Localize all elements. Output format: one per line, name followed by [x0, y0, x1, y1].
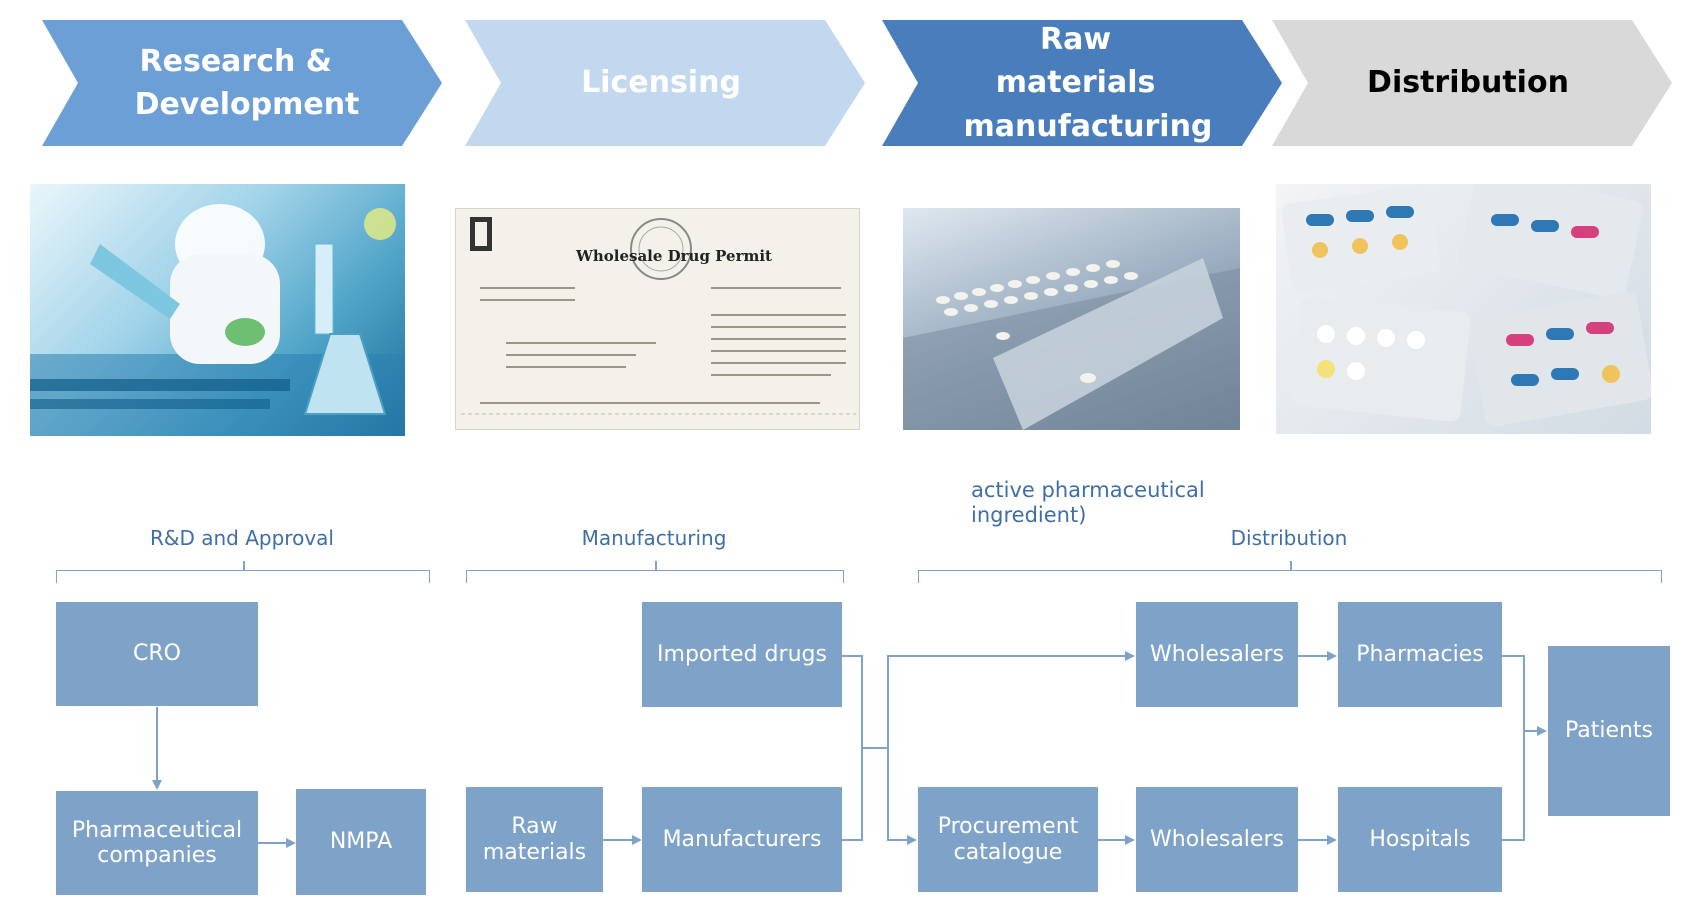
box-label-line2: materials — [482, 839, 587, 865]
pills-illustration — [1281, 184, 1651, 427]
box-nmpa: NMPA — [296, 789, 426, 895]
stage-chevron-research-development: Research & Development — [42, 20, 442, 146]
group-label-rd-approval: R&D and Approval — [150, 526, 334, 550]
box-wholesalers-bottom: Wholesalers — [1136, 787, 1298, 892]
box-label: Pharmacies — [1356, 641, 1484, 667]
bracket-manufacturing — [466, 561, 844, 583]
group-label-distribution: Distribution — [1230, 526, 1348, 550]
box-cro: CRO — [56, 602, 258, 706]
stage-label-line2: Development — [134, 87, 360, 122]
connector-pharmacies — [1502, 655, 1525, 731]
box-label: Hospitals — [1369, 826, 1471, 852]
blister-packs-photo — [1276, 184, 1651, 434]
box-label-line1: Pharmaceutical — [71, 817, 243, 843]
arrow-to-procurement — [887, 748, 917, 845]
box-hospitals: Hospitals — [1338, 787, 1502, 892]
box-imported-drugs: Imported drugs — [642, 602, 842, 707]
box-wholesalers-top: Wholesalers — [1136, 602, 1298, 707]
box-label-line1: Raw — [511, 814, 558, 840]
box-pharmaceutical-companies: Pharmaceutical companies — [56, 791, 258, 895]
box-label: Manufacturers — [662, 826, 822, 852]
arrow-to-wholesalers-top — [887, 651, 1135, 748]
factory-illustration — [903, 258, 1240, 430]
stage-label: Distribution — [1367, 65, 1569, 101]
connector-imported — [842, 655, 863, 748]
wholesale-drug-permit-photo: Wholesale Drug Permit — [455, 208, 860, 430]
box-manufacturers: Manufacturers — [642, 787, 842, 892]
bracket-distribution — [918, 561, 1662, 583]
permit-illustration — [461, 217, 856, 415]
api-note-line2: ingredient) — [971, 503, 1087, 528]
box-label: Wholesalers — [1150, 826, 1284, 852]
box-label-line2: catalogue — [953, 839, 1063, 865]
box-label: Wholesalers — [1150, 641, 1284, 667]
box-raw-materials: Raw materials — [466, 787, 603, 892]
box-label-line1: Procurement — [937, 814, 1079, 840]
laboratory-photo — [30, 184, 405, 436]
box-label: CRO — [133, 641, 181, 667]
api-note: active pharmaceutical ingredient) — [971, 478, 1205, 528]
stage-chevron-distribution: Distribution — [1272, 20, 1672, 146]
group-label-manufacturing: Manufacturing — [581, 526, 727, 550]
connector-manufacturers — [842, 748, 863, 841]
stage-chevron-raw-materials: Raw materials manufacturing — [882, 20, 1282, 146]
stage-label-line2: manufacturing — [963, 108, 1213, 144]
box-procurement-catalogue: Procurement catalogue — [918, 787, 1098, 892]
box-patients: Patients — [1548, 646, 1670, 816]
box-label: Imported drugs — [657, 641, 827, 667]
laboratory-illustration — [30, 204, 405, 436]
box-label-line2: companies — [97, 843, 217, 868]
stage-label: Licensing — [581, 65, 741, 101]
stage-label-line1: Raw materials — [995, 21, 1156, 101]
permit-title: Wholesale Drug Permit — [576, 247, 772, 265]
tablet-manufacturing-photo — [903, 208, 1240, 430]
bracket-rd-approval — [56, 561, 430, 583]
stage-chevron-licensing: Licensing — [465, 20, 865, 146]
box-pharmacies: Pharmacies — [1338, 602, 1502, 707]
stage-label-line1: Research & — [139, 43, 332, 79]
connector-hospitals — [1502, 731, 1525, 841]
api-note-line1: active pharmaceutical — [971, 478, 1205, 502]
box-label: NMPA — [329, 829, 393, 855]
box-label: Patients — [1564, 718, 1654, 744]
